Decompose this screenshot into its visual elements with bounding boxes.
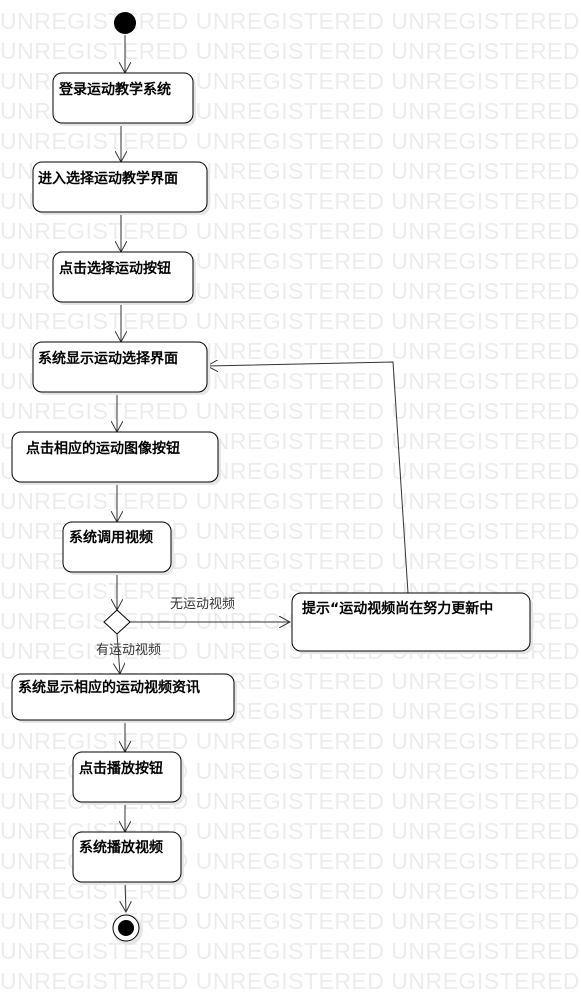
action-show-select-label: 系统显示运动选择界面 — [38, 350, 178, 367]
action-login-label: 登录运动教学系统 — [58, 81, 171, 98]
action-call-video: 系统调用视频 — [62, 521, 174, 575]
action-enter-select-label: 进入选择运动教学界面 — [38, 170, 178, 187]
edge-playvideo-end — [125, 881, 126, 912]
action-play-video-label: 系统播放视频 — [79, 839, 163, 856]
action-call-video-label: 系统调用视频 — [69, 529, 153, 546]
watermark-line: UNREGISTERED UNREGISTERED UNREGISTERED — [0, 128, 580, 154]
final-node — [112, 914, 143, 945]
watermark-line: UNREGISTERED UNREGISTERED UNREGISTERED — [0, 8, 580, 34]
guard-no-video: 无运动视频 — [170, 597, 235, 612]
watermark: UNREGISTERED UNREGISTERED UNREGISTERED UN… — [0, 8, 580, 993]
watermark-line: UNREGISTERED UNREGISTERED UNREGISTERED — [0, 728, 580, 754]
action-click-select-label: 点击选择运动按钮 — [59, 260, 171, 277]
watermark-line: UNREGISTERED UNREGISTERED UNREGISTERED — [0, 308, 580, 334]
decision-node — [103, 609, 131, 635]
watermark-line: UNREGISTERED UNREGISTERED UNREGISTERED — [0, 38, 580, 64]
action-prompt-label: 提示“运动视频尚在努力更新中 — [302, 600, 493, 617]
action-prompt: 提示“运动视频尚在努力更新中 — [291, 592, 533, 654]
action-enter-select: 进入选择运动教学界面 — [32, 161, 210, 215]
action-show-info: 系统显示相应的运动视频资讯 — [11, 673, 237, 723]
edges — [117, 35, 409, 912]
initial-node — [114, 12, 136, 34]
guard-has-video: 有运动视频 — [96, 643, 161, 658]
watermark-line: UNREGISTERED UNREGISTERED UNREGISTERED — [0, 968, 580, 993]
action-show-info-label: 系统显示相应的运动视频资讯 — [18, 679, 200, 696]
action-play-video: 系统播放视频 — [72, 831, 184, 885]
action-click-image: 点击相应的运动图像按钮 — [11, 431, 221, 485]
action-click-select: 点击选择运动按钮 — [52, 251, 196, 305]
edge-prompt-show — [207, 362, 409, 594]
watermark-line: UNREGISTERED UNREGISTERED UNREGISTERED — [0, 398, 580, 424]
action-click-image-label: 点击相应的运动图像按钮 — [26, 440, 180, 457]
watermark-line: UNREGISTERED UNREGISTERED UNREGISTERED — [0, 908, 580, 934]
watermark-line: UNREGISTERED UNREGISTERED UNREGISTERED — [0, 488, 580, 514]
action-click-play: 点击播放按钮 — [72, 751, 184, 805]
action-click-play-label: 点击播放按钮 — [79, 760, 163, 777]
watermark-line: UNREGISTERED UNREGISTERED UNREGISTERED — [0, 218, 580, 244]
edge-decision-info — [117, 633, 120, 674]
action-login: 登录运动教学系统 — [52, 72, 196, 126]
action-show-select: 系统显示运动选择界面 — [32, 341, 210, 395]
watermark-line: UNREGISTERED UNREGISTERED UNREGISTERED — [0, 938, 580, 964]
